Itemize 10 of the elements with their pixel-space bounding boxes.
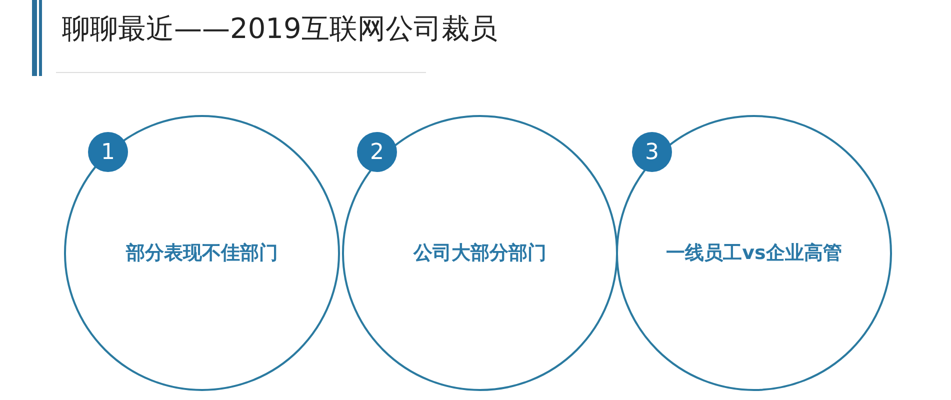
circle-outline [615,114,893,392]
number-badge: 3 [632,132,672,172]
circle-label: 公司大部分部门 [414,241,546,266]
number-badge: 2 [357,132,397,172]
circle-outline [63,114,341,392]
circle-label: 部分表现不佳部门 [126,241,278,266]
circle-outline [341,114,619,392]
number-badge: 1 [88,132,128,172]
circle-label: 一线员工vs企业高管 [666,241,842,266]
title: 聊聊最近——2019互联网公司裁员 [62,11,498,47]
